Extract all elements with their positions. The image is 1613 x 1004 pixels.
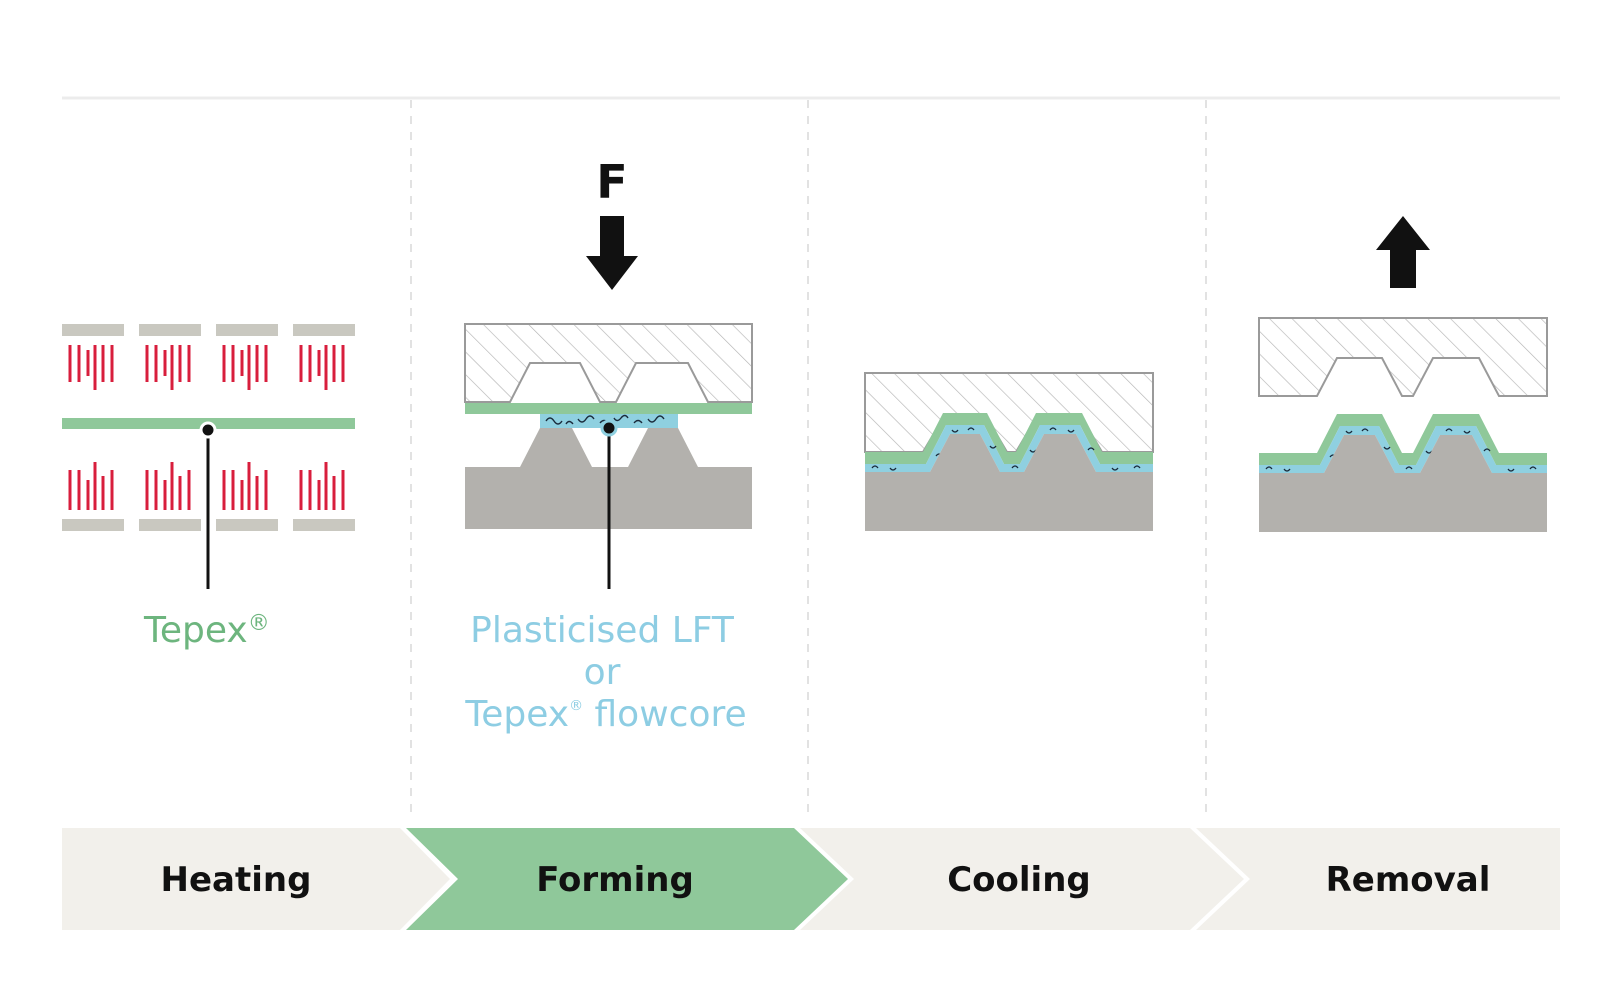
- removal-upper-mould: [1258, 317, 1548, 397]
- removal-fiber-marks: [1265, 428, 1537, 472]
- heating-illustration: Tepex®: [62, 324, 355, 651]
- removal-lower-mould: [1259, 435, 1547, 532]
- cooling-illustration: [864, 372, 1154, 531]
- removal-illustration: [1258, 216, 1548, 532]
- stage-dividers: [410, 100, 1207, 820]
- step-cooling[interactable]: [800, 828, 1244, 930]
- step-cooling-label: Cooling: [947, 860, 1091, 900]
- cooling-lft-layer: [865, 425, 1153, 472]
- lower-heat-rays: [68, 460, 345, 512]
- step-removal-label: Removal: [1326, 860, 1491, 900]
- lift-up-arrow-icon: [1376, 216, 1430, 288]
- top-heater-plates: [62, 324, 355, 336]
- removal-lft-layer: [1259, 426, 1547, 473]
- lft-label-line2: or: [584, 652, 621, 693]
- force-label: F: [596, 155, 627, 209]
- upper-heat-rays: [68, 343, 345, 392]
- step-heating-label: Heating: [161, 860, 312, 900]
- tepex-pointer-dot: [199, 421, 217, 439]
- process-steps-bar: Heating Forming Cooling Removal: [62, 828, 1560, 930]
- bottom-heater-plates: [62, 519, 355, 531]
- cooling-upper-mould: [864, 372, 1154, 453]
- lft-label-line1: Plasticised LFT: [470, 610, 735, 651]
- lft-label-line3: Tepex® flowcore: [464, 694, 746, 735]
- forming-tepex-sheet: [465, 403, 752, 414]
- step-forming-label: Forming: [536, 860, 694, 900]
- step-forming[interactable]: [406, 828, 848, 930]
- forming-illustration: F Plasticised LFT or Tepex® flowcore: [464, 155, 753, 735]
- upper-mould: [464, 323, 753, 403]
- cooling-fiber-marks: [871, 427, 1141, 471]
- cooling-lower-mould: [865, 434, 1153, 531]
- removal-tepex-layer: [1259, 414, 1547, 465]
- tepex-label: Tepex®: [143, 610, 270, 651]
- force-down-arrow-icon: [586, 216, 638, 290]
- cooling-tepex-layer: [865, 413, 1153, 464]
- lft-pointer-dot: [600, 419, 618, 437]
- step-removal[interactable]: [1196, 828, 1560, 930]
- step-heating[interactable]: [62, 828, 450, 930]
